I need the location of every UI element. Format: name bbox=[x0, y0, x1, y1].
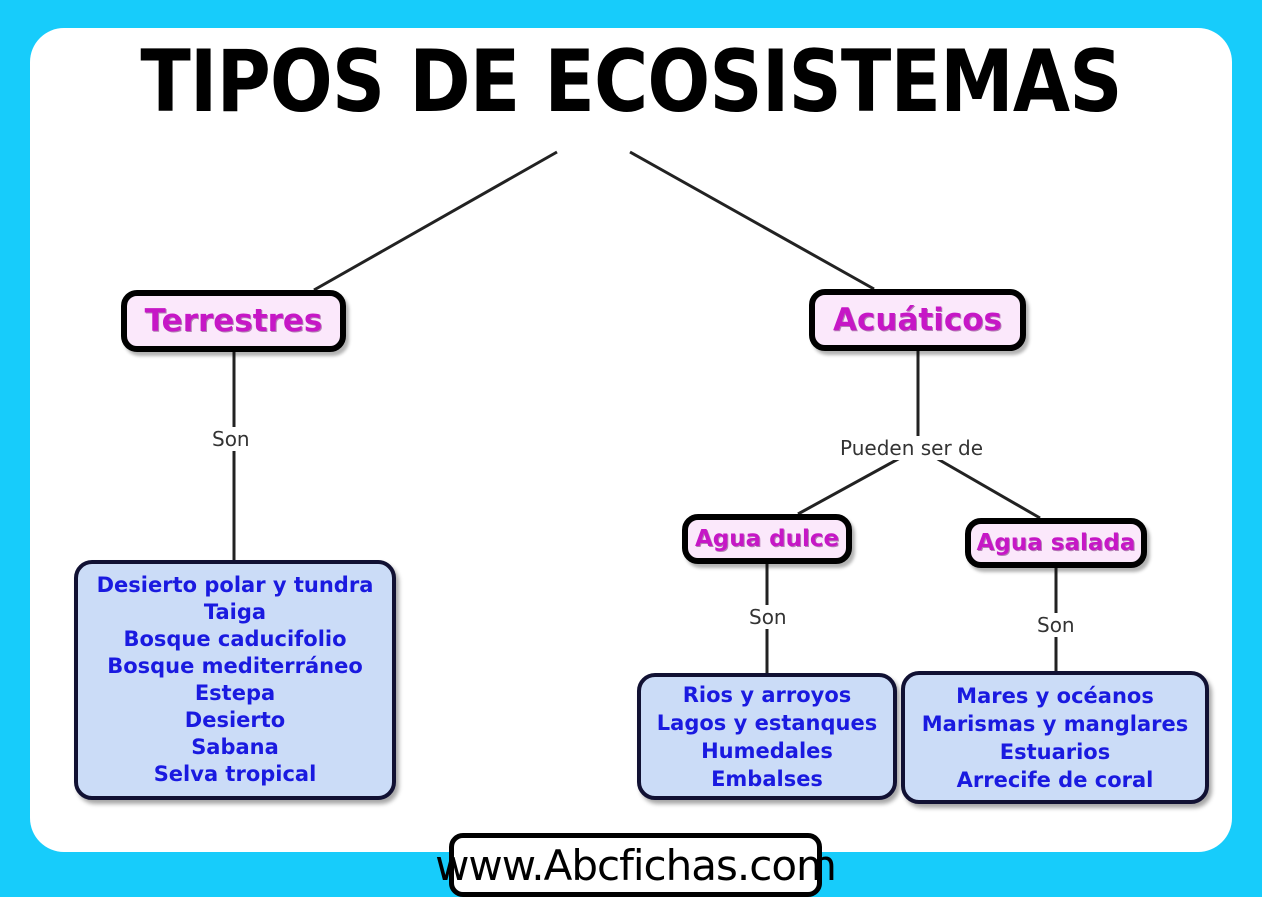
list-item: Mares y océanos bbox=[956, 683, 1154, 708]
list-item: Humedales bbox=[701, 738, 833, 763]
list-item: Desierto bbox=[184, 708, 286, 732]
list-item: Desierto polar y tundra bbox=[96, 573, 374, 597]
list-item: Estepa bbox=[194, 681, 276, 705]
node-agua-salada[interactable]: Agua salada bbox=[965, 518, 1147, 568]
page-title: TIPOS DE ECOSISTEMAS bbox=[140, 32, 1122, 132]
site-footer-badge[interactable]: www.Abcfichas.com bbox=[435, 833, 837, 897]
list-item: Rios y arroyos bbox=[682, 682, 852, 707]
list-item: Selva tropical bbox=[153, 762, 317, 786]
node-agua-dulce-label: Agua dulce bbox=[694, 526, 840, 552]
list-item: Marismas y manglares bbox=[921, 711, 1189, 736]
list-item: Bosque mediterráneo bbox=[107, 654, 363, 678]
list-item: Bosque caducifolio bbox=[123, 627, 347, 651]
node-agua-salada-label: Agua salada bbox=[976, 530, 1136, 556]
list-item: Arrecife de coral bbox=[956, 767, 1154, 792]
edge-split-salada bbox=[935, 456, 1041, 520]
node-terrestres[interactable]: Terrestres bbox=[121, 290, 346, 352]
edge-title-acuaticos bbox=[629, 150, 875, 291]
edge-label-terrestres-son: Son bbox=[208, 427, 254, 451]
edge-label-agua-dulce-son: Son bbox=[745, 605, 791, 629]
node-acuaticos-label: Acuáticos bbox=[833, 302, 1002, 338]
list-item: Estuarios bbox=[999, 739, 1111, 764]
node-agua-dulce[interactable]: Agua dulce bbox=[682, 514, 852, 564]
node-terrestres-label: Terrestres bbox=[144, 303, 323, 339]
list-item: Lagos y estanques bbox=[656, 710, 878, 735]
edge-label-acuaticos-pueden-ser-de: Pueden ser de bbox=[836, 436, 988, 460]
edge-label-agua-salada-son: Son bbox=[1033, 613, 1079, 637]
list-item: Embalses bbox=[711, 766, 823, 791]
edge-split-dulce bbox=[797, 456, 901, 516]
list-item: Taiga bbox=[203, 600, 267, 624]
node-acuaticos[interactable]: Acuáticos bbox=[809, 289, 1026, 351]
list-item: Sabana bbox=[191, 735, 279, 759]
edge-title-terrestres bbox=[313, 150, 558, 292]
site-url-text: www.Abcfichas.com bbox=[435, 840, 837, 890]
